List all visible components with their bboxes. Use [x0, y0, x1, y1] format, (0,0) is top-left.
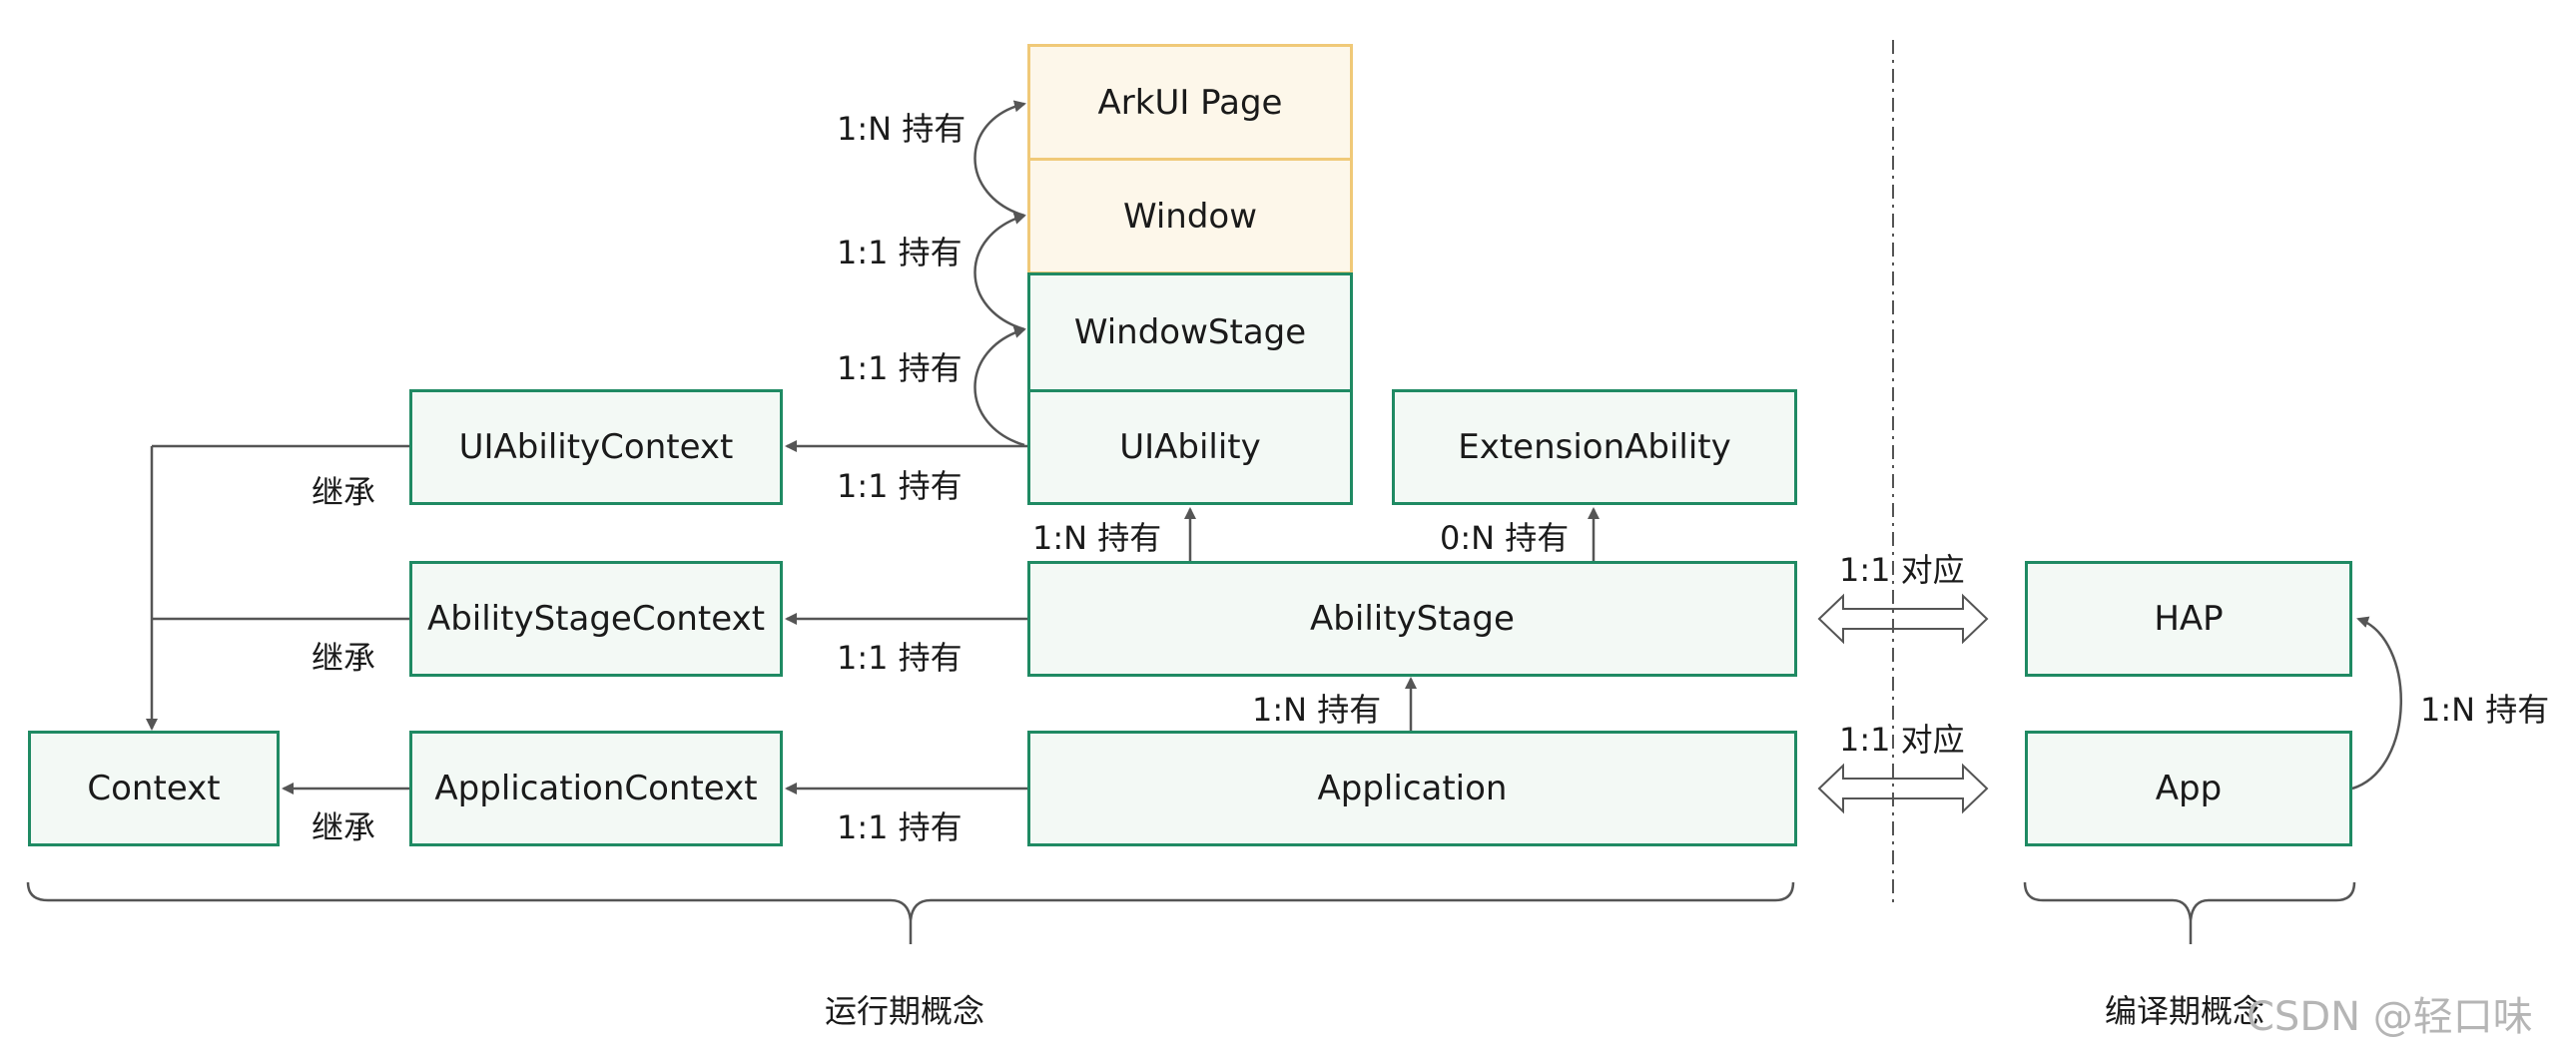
brace-compile: [2023, 881, 2356, 921]
uiabilitycontext-label: UIAbilityContext: [458, 427, 734, 467]
relation-stage-extension: 0:N 持有: [1440, 519, 1570, 557]
double-arrow-application-app: [1817, 763, 1989, 814]
uiability-box: UIAbility: [1027, 389, 1353, 505]
hap-box: HAP: [2025, 561, 2352, 677]
relation-app-mapping: 1:1 对应: [1839, 721, 1965, 759]
relation-hap-mapping: 1:1 对应: [1839, 551, 1965, 589]
relation-stage-uiability: 1:N 持有: [1032, 519, 1162, 557]
group-runtime-label: 运行期概念: [825, 992, 985, 1030]
brace-runtime: [26, 881, 1795, 921]
window-label: Window: [1122, 196, 1258, 237]
relation-application-stage: 1:N 持有: [1252, 691, 1382, 729]
watermark-text: CSDN @轻口味: [2247, 994, 2533, 1040]
abilitystage-label: AbilityStage: [1310, 599, 1515, 639]
abilitystagecontext-box: AbilityStageContext: [409, 561, 783, 677]
abilitystage-box: AbilityStage: [1027, 561, 1797, 677]
arrow-window-to-page: [973, 100, 1026, 218]
relation-stage-context: 1:1 持有: [837, 639, 963, 677]
arrow-uiability-to-windowstage: [973, 326, 1026, 447]
application-box: Application: [1027, 731, 1797, 846]
relation-uiability-windowstage: 1:1 持有: [837, 349, 963, 387]
window-box: Window: [1027, 158, 1353, 274]
double-arrow-stage-hap: [1817, 593, 1989, 645]
relation-application-context: 1:1 持有: [837, 808, 963, 846]
relation-inherit-application: 继承: [312, 808, 376, 846]
relation-page-window: 1:N 持有: [837, 110, 966, 148]
relation-app-hap: 1:N 持有: [2420, 691, 2550, 729]
relation-window-stage: 1:1 持有: [837, 234, 963, 271]
app-label: App: [2155, 769, 2223, 808]
app-box: App: [2025, 731, 2352, 846]
arkui-page-box: ArkUI Page: [1027, 44, 1353, 161]
uiability-label: UIAbility: [1119, 427, 1261, 467]
arkui-page-label: ArkUI Page: [1097, 82, 1283, 123]
context-box: Context: [28, 731, 280, 846]
arrow-windowstage-to-window: [973, 213, 1026, 331]
applicationcontext-box: ApplicationContext: [409, 731, 783, 846]
windowstage-box: WindowStage: [1027, 272, 1353, 392]
application-label: Application: [1317, 769, 1508, 808]
extensionability-label: ExtensionAbility: [1458, 427, 1731, 467]
uiabilitycontext-box: UIAbilityContext: [409, 389, 783, 505]
arrow-app-to-hap: [2351, 616, 2402, 791]
abilitystagecontext-label: AbilityStageContext: [426, 599, 766, 639]
relation-inherit-stage: 继承: [312, 639, 376, 677]
windowstage-label: WindowStage: [1073, 312, 1307, 352]
applicationcontext-label: ApplicationContext: [434, 769, 758, 808]
extensionability-box: ExtensionAbility: [1392, 389, 1797, 505]
relation-uiability-context: 1:1 持有: [837, 467, 963, 505]
hap-label: HAP: [2154, 599, 2224, 639]
relation-inherit-uiability: 继承: [312, 473, 376, 511]
context-label: Context: [87, 769, 221, 808]
group-compile-label: 编译期概念: [2105, 992, 2265, 1030]
